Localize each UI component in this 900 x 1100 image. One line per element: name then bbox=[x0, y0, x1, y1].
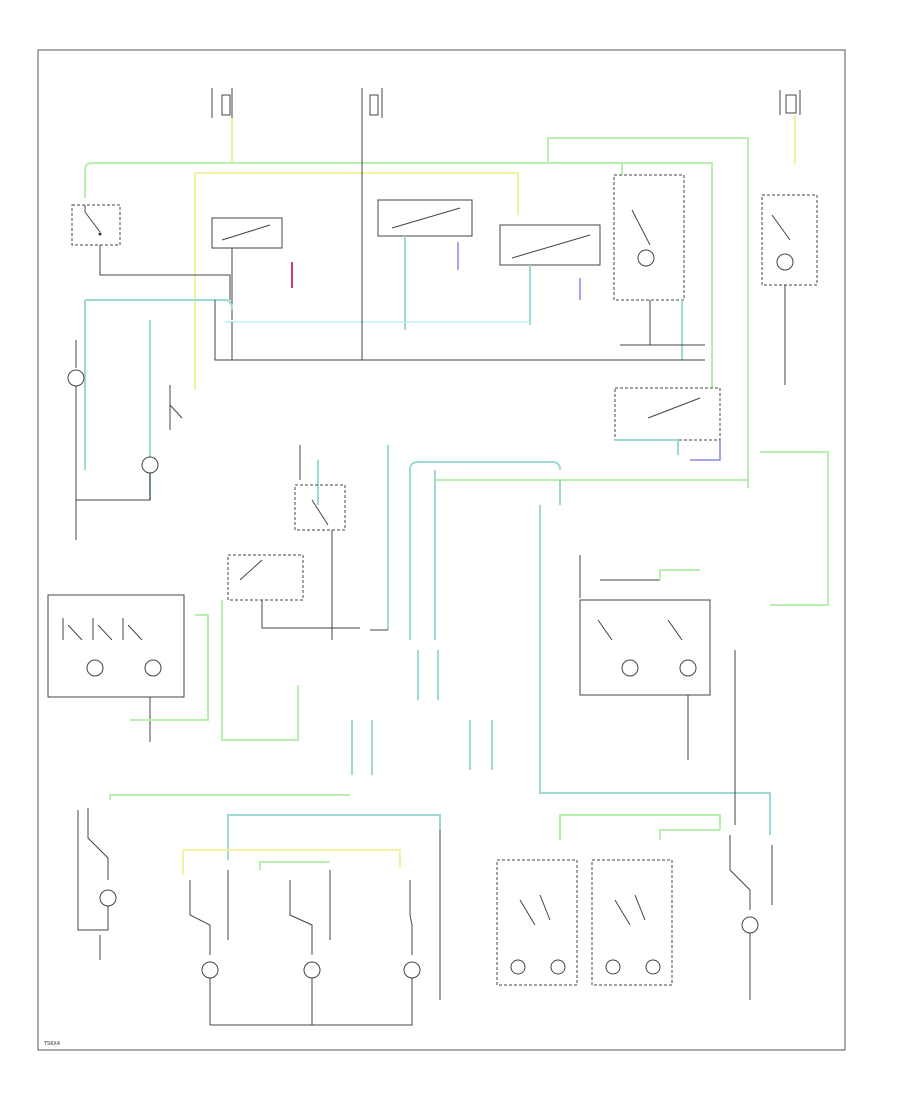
wire-light-green-bottom-mid bbox=[259, 861, 330, 870]
switch-left-front-door bbox=[211, 217, 293, 320]
wire-light-green-right-branch bbox=[548, 162, 713, 395]
switch-sliding-door bbox=[499, 224, 601, 325]
lamp-left-courtesy bbox=[67, 320, 159, 540]
fuse-feed-right bbox=[779, 90, 801, 165]
diagram-border bbox=[37, 49, 846, 1051]
left-top-switch bbox=[71, 204, 231, 300]
center-vertical-wires bbox=[351, 650, 493, 775]
wire-black-harness-right bbox=[560, 344, 705, 361]
wire-yellow-top bbox=[195, 172, 519, 215]
center-door-switch-cluster bbox=[227, 445, 389, 640]
wire-black-harness bbox=[214, 300, 560, 361]
switch-rear-door bbox=[613, 174, 685, 360]
wire-blue-bottom-left bbox=[227, 814, 441, 860]
dome-lamp-box-left bbox=[47, 594, 299, 742]
switch-right-front-door bbox=[377, 199, 473, 330]
wire-blue-horizontal-upper bbox=[85, 299, 233, 311]
rear-lamp-box-2 bbox=[591, 859, 673, 986]
wire-light-green-bottom-left bbox=[109, 794, 350, 800]
lamp-reading-3 bbox=[210, 880, 421, 1026]
wire-light-green-top bbox=[84, 137, 749, 440]
rear-lamp-box-1 bbox=[496, 859, 578, 986]
lamp-right-rear-bottom bbox=[729, 835, 773, 1000]
wire-yellow-bottom bbox=[182, 849, 401, 875]
lamp-cargo-right bbox=[761, 194, 818, 385]
switch-rear-right-lamp bbox=[614, 387, 721, 461]
fuse-feed-left bbox=[211, 88, 233, 162]
wire-blue-riser bbox=[409, 461, 561, 640]
lamp-left-rear-bottom bbox=[77, 808, 117, 960]
switch-small-left bbox=[169, 385, 183, 430]
dome-lamp-box-right bbox=[579, 555, 711, 760]
lamp-reading-2 bbox=[289, 880, 321, 1025]
lamp-reading-1 bbox=[189, 880, 219, 1025]
diagram-footer-id: TS6X4 bbox=[43, 1041, 60, 1047]
wire-light-green-right-loop bbox=[435, 451, 829, 606]
fuse-feed-center bbox=[361, 88, 383, 150]
wire-light-green-bottom-right bbox=[559, 814, 721, 840]
wire-blue-right-down bbox=[539, 505, 771, 835]
